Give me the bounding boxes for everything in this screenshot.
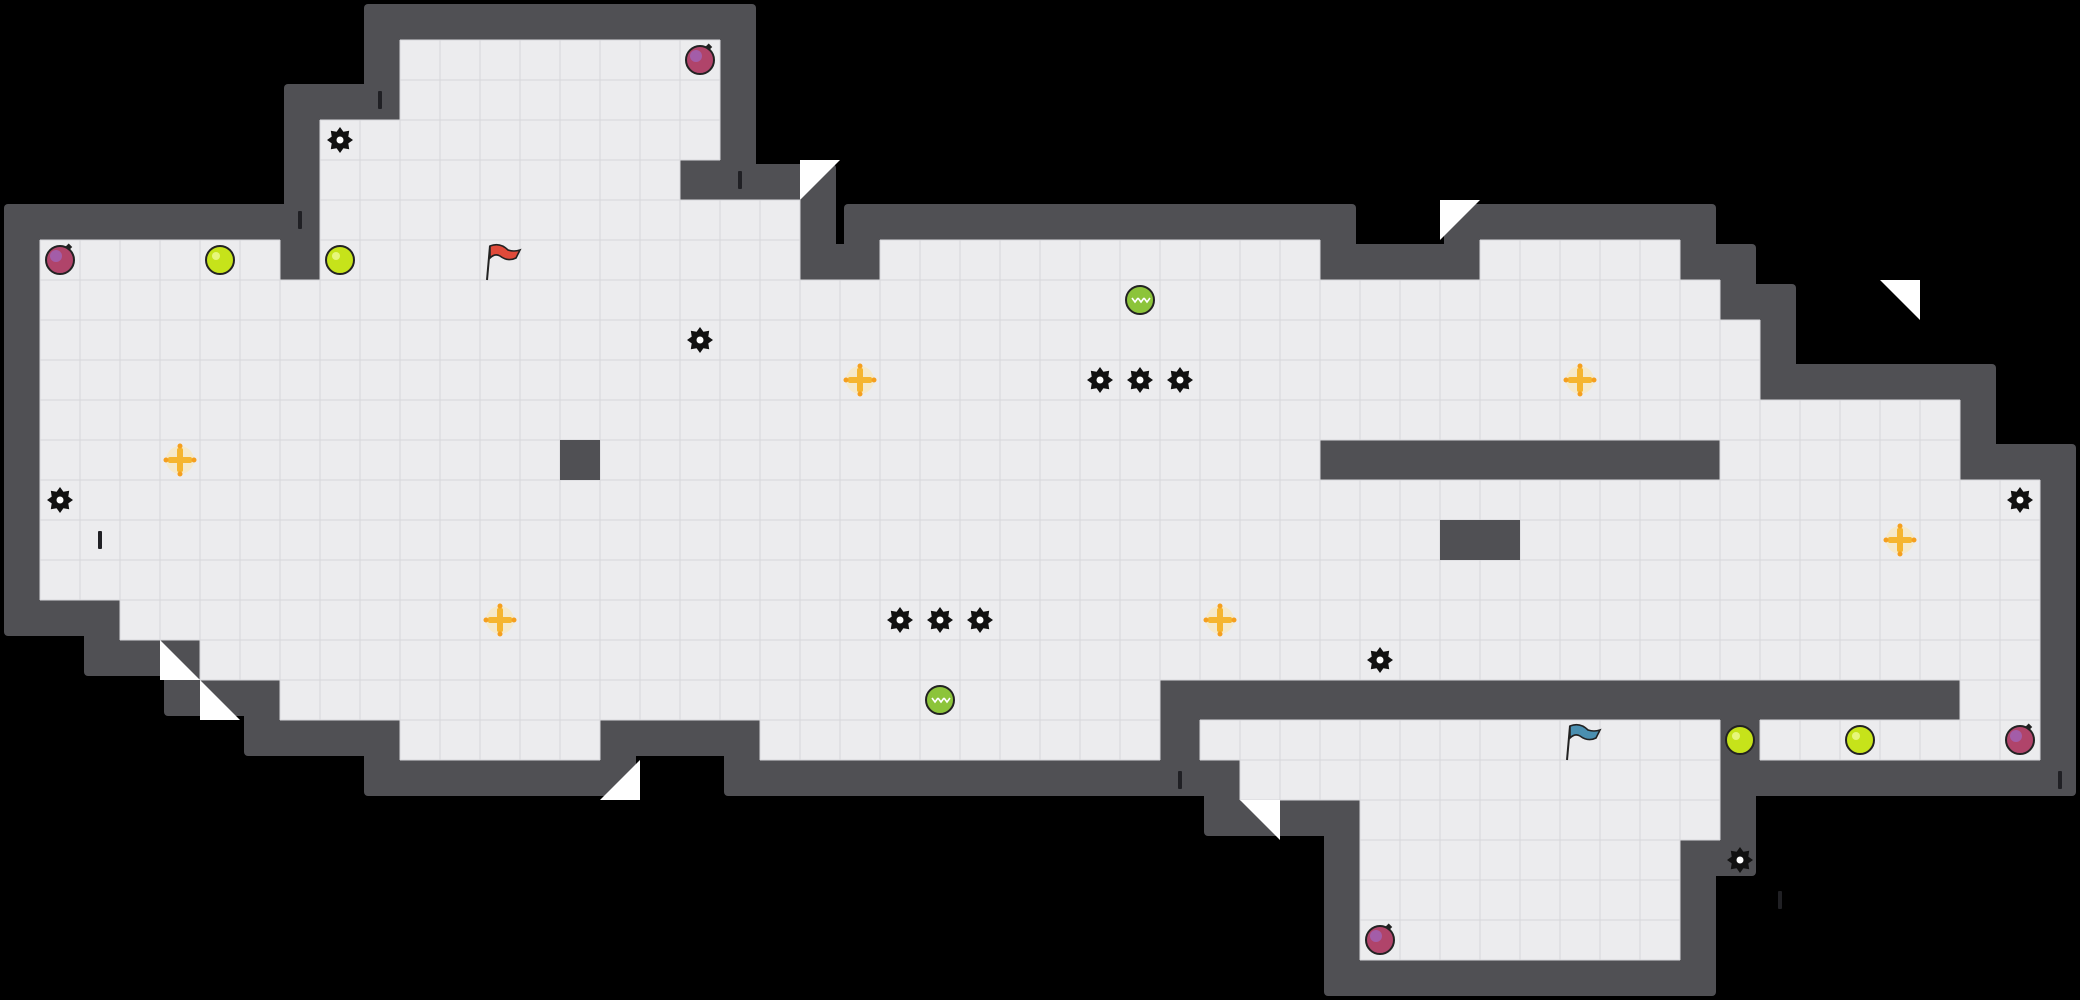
spike-icon [1727, 847, 1753, 873]
boost-icon [163, 443, 197, 477]
spike-icon [327, 127, 353, 153]
gate-marker [1778, 891, 1782, 909]
lime-orb-icon [205, 245, 235, 275]
spike-icon [887, 607, 913, 633]
gate-marker [1178, 771, 1182, 789]
corner-tile [1880, 280, 1920, 320]
bomb-icon [685, 43, 715, 75]
boost-icon [483, 603, 517, 637]
lime-orb-icon [1725, 725, 1755, 755]
gate-marker [738, 171, 742, 189]
entity-layer [45, 43, 2062, 955]
boost-icon [1563, 363, 1597, 397]
spike-icon [687, 327, 713, 353]
spike-icon [967, 607, 993, 633]
corner-tile [1240, 800, 1280, 840]
wall-blocks [560, 440, 1520, 560]
floor-area [880, 240, 1320, 280]
corner-tile [800, 160, 840, 200]
spike-icon [1127, 367, 1153, 393]
wall-block [1440, 520, 1520, 560]
corner-tile [160, 640, 200, 680]
blue-flag-icon [1566, 723, 1602, 761]
floor-area [1360, 800, 1720, 840]
bomb-icon [45, 243, 75, 275]
red-flag-icon [486, 243, 522, 281]
corner-tile [200, 680, 240, 720]
spike-icon [47, 487, 73, 513]
lime-orb-icon [325, 245, 355, 275]
corner-tile [1440, 200, 1480, 240]
spike-icon [1167, 367, 1193, 393]
spike-icon [2007, 487, 2033, 513]
speed-orb-icon [1125, 285, 1155, 315]
boost-icon [1203, 603, 1237, 637]
corner-tile [600, 760, 640, 800]
gate-marker [298, 211, 302, 229]
bomb-icon [1365, 923, 1395, 955]
floor-area [320, 160, 680, 200]
gate-marker [98, 531, 102, 549]
speed-orb-icon [925, 685, 955, 715]
floor-area [1200, 720, 1720, 760]
gate-marker [2058, 771, 2062, 789]
wall-block [560, 440, 600, 480]
gate-marker [378, 91, 382, 109]
corner-triangles [160, 160, 1920, 840]
spike-icon [927, 607, 953, 633]
spike-icon [1087, 367, 1113, 393]
boost-icon [1883, 523, 1917, 557]
lime-orb-icon [1845, 725, 1875, 755]
grid-layer [39, 39, 2041, 961]
bomb-icon [2005, 723, 2035, 755]
boost-icon [843, 363, 877, 397]
spike-icon [1367, 647, 1393, 673]
